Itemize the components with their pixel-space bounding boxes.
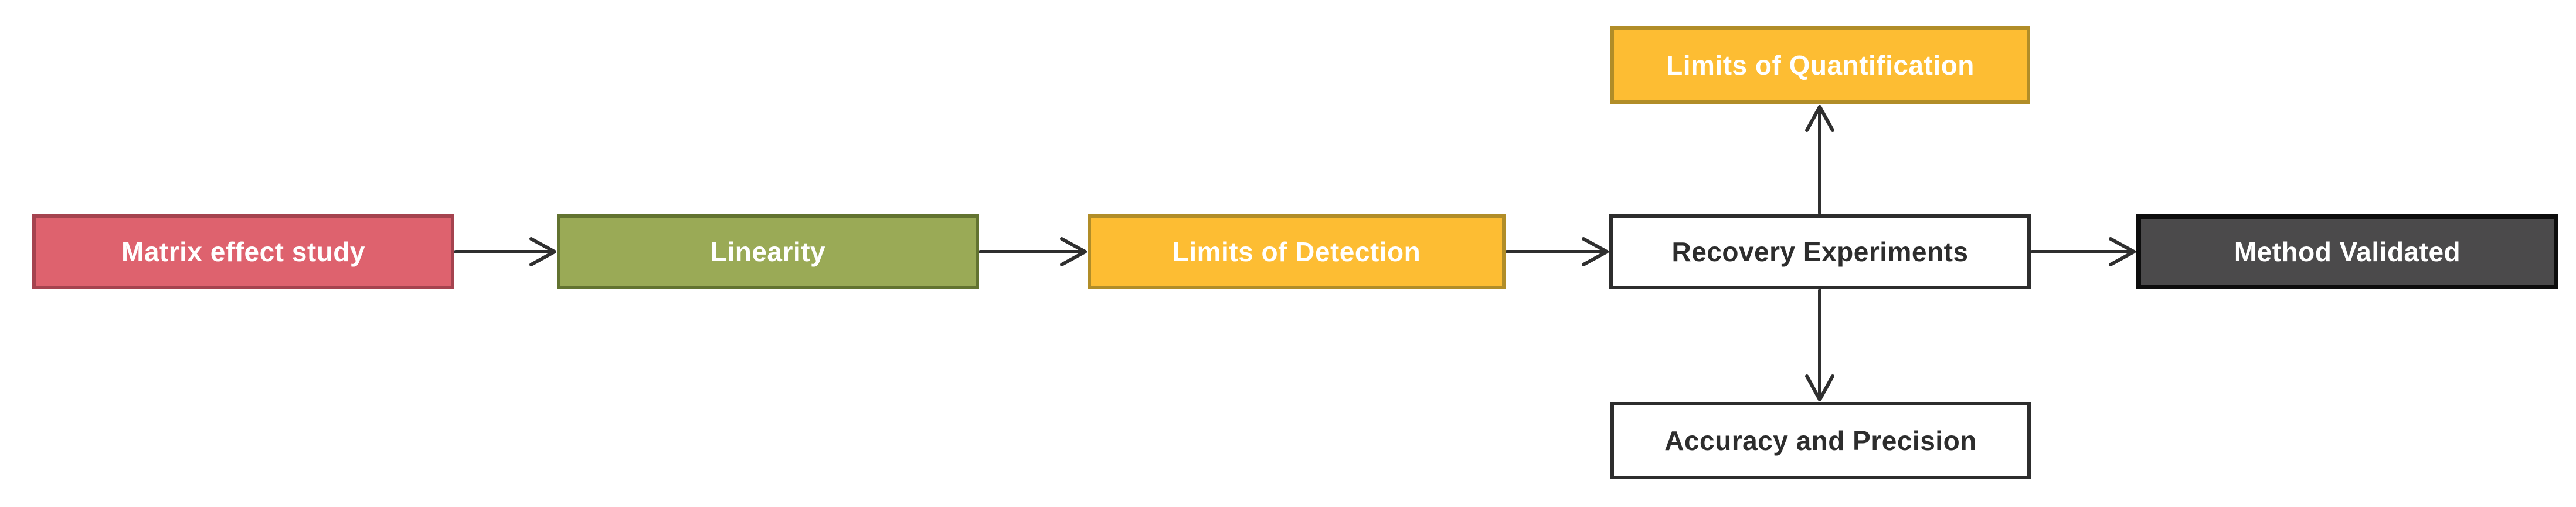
node-linearity: Linearity (557, 214, 979, 289)
node-matrix-effect-study: Matrix effect study (32, 214, 454, 289)
node-label: Method Validated (2234, 236, 2461, 267)
node-label: Recovery Experiments (1671, 236, 1969, 267)
node-label: Accuracy and Precision (1664, 425, 1977, 456)
node-label: Limits of Quantification (1666, 50, 1975, 80)
node-limits-of-quantification: Limits of Quantification (1610, 26, 2030, 104)
node-accuracy-and-precision: Accuracy and Precision (1610, 402, 2031, 479)
node-label: Limits of Detection (1172, 236, 1421, 267)
node-label: Linearity (710, 236, 826, 267)
node-label: Matrix effect study (121, 236, 365, 267)
node-limits-of-detection: Limits of Detection (1088, 214, 1506, 289)
node-method-validated: Method Validated (2136, 214, 2558, 289)
node-recovery-experiments: Recovery Experiments (1609, 214, 2031, 289)
